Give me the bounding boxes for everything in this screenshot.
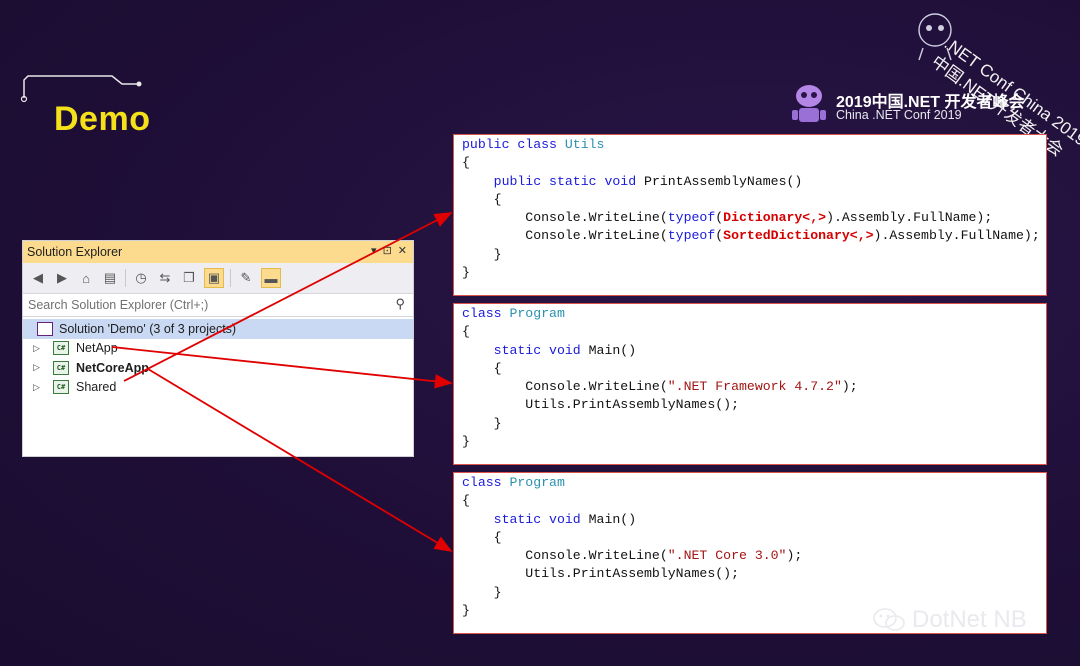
search-icon[interactable]: ⚲ bbox=[395, 296, 405, 311]
code-line: class Program bbox=[462, 306, 565, 321]
code-line: static void Main() bbox=[462, 342, 637, 358]
csharp-project-icon: C# bbox=[53, 380, 69, 395]
code-line: } bbox=[462, 246, 502, 262]
logo-title: 2019中国.NET 开发者峰会 bbox=[836, 94, 1025, 111]
code-box-program-framework: class Program { static void Main() { Con… bbox=[453, 303, 1047, 465]
home-icon[interactable]: ⌂ bbox=[82, 270, 90, 286]
project-label: Shared bbox=[76, 380, 117, 395]
code-line: class Program bbox=[462, 475, 565, 490]
code-line: { bbox=[462, 529, 502, 545]
project-node-shared[interactable]: ▷ C# Shared bbox=[23, 378, 413, 398]
code-line: } bbox=[462, 265, 470, 281]
arrow-netapp-to-program bbox=[111, 346, 453, 389]
csharp-project-icon: C# bbox=[53, 360, 69, 375]
code-line: Utils.PrintAssemblyNames(); bbox=[462, 397, 739, 413]
slide-title: Demo bbox=[54, 100, 151, 138]
code-line: } bbox=[462, 584, 502, 600]
back-icon[interactable]: ◀ bbox=[33, 270, 43, 285]
search-placeholder: Search Solution Explorer (Ctrl+;) bbox=[28, 298, 209, 312]
code-line: } bbox=[462, 603, 470, 619]
switch-views-icon[interactable]: ▤ bbox=[103, 270, 117, 285]
expand-arrow-icon[interactable]: ▷ bbox=[33, 362, 40, 373]
code-line: Console.WriteLine(".NET Core 3.0"); bbox=[462, 548, 803, 564]
arrow-shared-to-utils bbox=[123, 212, 453, 382]
solution-node[interactable]: Solution 'Demo' (3 of 3 projects) bbox=[23, 319, 413, 339]
code-box-program-core: class Program { static void Main() { Con… bbox=[453, 472, 1047, 634]
code-line: { bbox=[462, 324, 470, 340]
arrow-netcoreapp-to-program bbox=[147, 368, 453, 552]
expand-arrow-icon[interactable]: ▷ bbox=[33, 381, 40, 392]
pending-changes-filter-icon[interactable]: ◷ bbox=[135, 270, 147, 285]
project-node-netapp[interactable]: ▷ C# NetApp bbox=[23, 339, 413, 359]
solution-explorer-toolbar: ◀ ▶ ⌂ ▤ ◷ ⇆ ❐ ▣ ✎ ▬ bbox=[23, 263, 413, 294]
code-line: public class Utils bbox=[462, 137, 605, 152]
code-line: Console.WriteLine(typeof(Dictionary<,>).… bbox=[462, 210, 993, 226]
code-line: } bbox=[462, 434, 470, 450]
logo-subtitle: China .NET Conf 2019 bbox=[836, 108, 962, 122]
solution-explorer-title: Solution Explorer bbox=[27, 245, 123, 259]
show-all-files-icon[interactable]: ▣ bbox=[204, 268, 224, 288]
collapse-all-icon[interactable]: ❐ bbox=[183, 270, 195, 285]
solution-explorer-search[interactable]: Search Solution Explorer (Ctrl+;) ⚲ bbox=[23, 294, 413, 317]
wechat-icon bbox=[873, 608, 905, 631]
code-line: { bbox=[462, 155, 470, 171]
csharp-project-icon: C# bbox=[53, 341, 69, 356]
properties-wrench-icon[interactable]: ✎ bbox=[240, 270, 252, 285]
code-line: Console.WriteLine(typeof(SortedDictionar… bbox=[462, 228, 1040, 244]
sync-icon[interactable]: ⇆ bbox=[159, 270, 171, 285]
code-line: public static void PrintAssemblyNames() bbox=[462, 173, 803, 189]
code-line: { bbox=[462, 360, 502, 376]
toolbar-separator bbox=[230, 269, 231, 287]
preview-selected-icon[interactable]: ▬ bbox=[261, 268, 281, 288]
code-line: { bbox=[462, 191, 502, 207]
solution-tree: Solution 'Demo' (3 of 3 projects) ▷ C# N… bbox=[23, 317, 413, 397]
expand-arrow-icon[interactable]: ▷ bbox=[33, 342, 40, 353]
watermark: DotNet NB bbox=[872, 606, 1027, 634]
code-line: } bbox=[462, 415, 502, 431]
forward-icon[interactable]: ▶ bbox=[57, 270, 67, 285]
toolbar-separator bbox=[125, 269, 126, 287]
code-line: Console.WriteLine(".NET Framework 4.7.2"… bbox=[462, 379, 858, 395]
code-line: { bbox=[462, 493, 470, 509]
code-line: static void Main() bbox=[462, 511, 637, 527]
robot-mascot-icon bbox=[918, 13, 952, 61]
solution-explorer-titlebar: Solution Explorer ▾ ⊡ ✕ bbox=[23, 241, 413, 263]
solution-explorer-panel: Solution Explorer ▾ ⊡ ✕ ◀ ▶ ⌂ ▤ ◷ ⇆ ❐ ▣ … bbox=[22, 240, 414, 457]
decorative-circuit-line bbox=[20, 75, 142, 103]
maximize-icon[interactable]: ⊡ bbox=[382, 245, 392, 257]
project-label: NetCoreApp bbox=[76, 360, 149, 375]
solution-icon bbox=[37, 321, 53, 336]
project-label: NetApp bbox=[76, 341, 118, 356]
solution-label: Solution 'Demo' (3 of 3 projects) bbox=[59, 321, 237, 336]
robot-logo-icon bbox=[792, 85, 826, 122]
project-node-netcoreapp[interactable]: ▷ C# NetCoreApp bbox=[23, 358, 413, 378]
conf-logo: 2019中国.NET 开发者峰会 China .NET Conf 2019 bbox=[788, 80, 1025, 130]
code-box-utils: public class Utils { public static void … bbox=[453, 134, 1047, 296]
watermark-text: DotNet NB bbox=[912, 606, 1027, 633]
close-icon[interactable]: ✕ bbox=[397, 245, 407, 257]
code-line: Utils.PrintAssemblyNames(); bbox=[462, 566, 739, 582]
dropdown-pin-icon[interactable]: ▾ bbox=[371, 245, 377, 257]
